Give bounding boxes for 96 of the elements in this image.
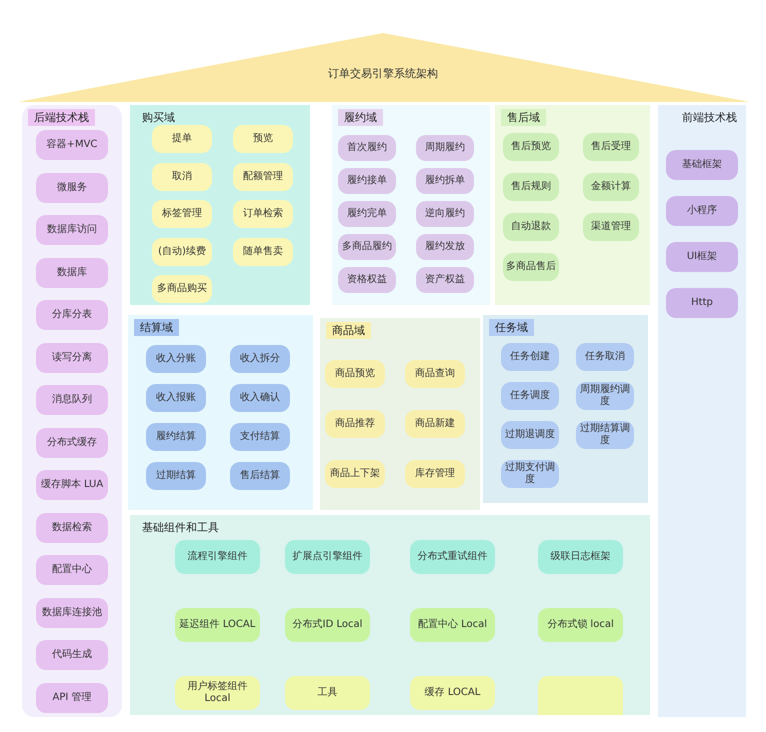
module-box: 订单检索	[233, 200, 293, 228]
module-box: 数据库访问	[36, 215, 108, 245]
module-box: 提单	[152, 125, 212, 153]
panel-heading: 履约域	[338, 109, 383, 126]
module-box: 取消	[152, 162, 212, 190]
module-box: 过期结算调度	[576, 421, 634, 449]
module-box: 读写分离	[36, 342, 108, 372]
module-box: (自动)续费	[152, 238, 212, 266]
diagram-title: 订单交易引擎系统架构	[327, 66, 439, 81]
domain-panel	[483, 315, 648, 503]
module-box: 收入报账	[146, 384, 206, 412]
module-box: 配置中心 Local	[410, 608, 495, 642]
module-box: 微服务	[36, 172, 108, 202]
module-box: 用户标签组件Local	[175, 676, 260, 710]
module-box: 商品上下架	[325, 460, 385, 488]
module-box: 周期履约	[416, 135, 474, 161]
module-box: 分布式缓存	[36, 428, 108, 458]
module-box: 多商品售后	[503, 253, 559, 281]
module-box: 工具	[285, 676, 370, 710]
empty-box	[538, 676, 623, 715]
module-box: 周期履约调度	[576, 382, 634, 410]
module-box: 预览	[233, 125, 293, 153]
domain-panel	[130, 515, 650, 715]
module-box: 收入分账	[146, 345, 206, 373]
module-box: 数据检索	[36, 512, 108, 542]
module-box: 扩展点引擎组件	[285, 540, 370, 574]
module-box: 多商品履约	[338, 234, 396, 260]
panel-heading: 任务域	[489, 319, 534, 336]
panel-heading: 基础组件和工具	[141, 520, 220, 536]
module-box: 任务调度	[501, 382, 559, 410]
domain-panel	[658, 105, 746, 717]
module-box: 资产权益	[416, 267, 474, 293]
domain-panel	[22, 105, 122, 717]
module-box: 过期支付调度	[501, 460, 559, 488]
module-box: 分库分表	[36, 300, 108, 330]
module-box: 收入拆分	[230, 345, 290, 373]
module-box: 配置中心	[36, 555, 108, 585]
module-box: 履约接单	[338, 168, 396, 194]
module-box: 分布式ID Local	[285, 608, 370, 642]
module-box: 支付结算	[230, 423, 290, 451]
domain-panel	[332, 105, 490, 305]
module-box: 售后预览	[503, 133, 559, 161]
module-box: 分布式重试组件	[410, 540, 495, 574]
module-box: Http	[666, 288, 738, 318]
module-box: 商品新建	[405, 410, 465, 438]
module-box: 小程序	[666, 196, 738, 226]
module-box: 履约结算	[146, 423, 206, 451]
module-box: 随单售卖	[233, 238, 293, 266]
module-box: 售后结算	[230, 462, 290, 490]
module-box: 履约完单	[338, 201, 396, 227]
module-box: 任务取消	[576, 343, 634, 371]
panel-heading: 商品域	[326, 322, 371, 339]
module-box: 渠道管理	[583, 213, 639, 241]
module-box: 履约发放	[416, 234, 474, 260]
module-box: 过期退调度	[501, 421, 559, 449]
module-box: 数据库连接池	[36, 598, 108, 628]
domain-panel	[128, 315, 313, 510]
module-box: 资格权益	[338, 267, 396, 293]
panel-heading: 结算域	[134, 319, 179, 336]
panel-heading: 后端技术栈	[28, 109, 95, 126]
module-box: 多商品购买	[152, 275, 212, 303]
panel-heading: 购买域	[141, 110, 176, 126]
module-box: 标签管理	[152, 200, 212, 228]
module-box: 缓存 LOCAL	[410, 676, 495, 710]
panel-heading: 前端技术栈	[681, 110, 738, 126]
module-box: 库存管理	[405, 460, 465, 488]
module-box: 过期结算	[146, 462, 206, 490]
module-box: 级联日志框架	[538, 540, 623, 574]
module-box: 基础框架	[666, 150, 738, 180]
module-box: 自动退款	[503, 213, 559, 241]
module-box: 收入确认	[230, 384, 290, 412]
module-box: 缓存脚本 LUA	[36, 470, 108, 500]
domain-panel	[495, 105, 650, 305]
module-box: 金额计算	[583, 173, 639, 201]
module-box: 商品预览	[325, 360, 385, 388]
module-box: 商品查询	[405, 360, 465, 388]
module-box: 任务创建	[501, 343, 559, 371]
module-box: 履约拆单	[416, 168, 474, 194]
module-box: UI框架	[666, 242, 738, 272]
panel-heading: 售后域	[501, 109, 546, 126]
module-box: 代码生成	[36, 640, 108, 670]
domain-panel	[320, 318, 480, 510]
module-box: 流程引擎组件	[175, 540, 260, 574]
module-box: API 管理	[36, 682, 108, 712]
domain-panel	[130, 105, 310, 305]
module-box: 容器+MVC	[36, 130, 108, 160]
module-box: 消息队列	[36, 385, 108, 415]
module-box: 逆向履约	[416, 201, 474, 227]
module-box: 商品推荐	[325, 410, 385, 438]
module-box: 配额管理	[233, 162, 293, 190]
module-box: 延迟组件 LOCAL	[175, 608, 260, 642]
module-box: 首次履约	[338, 135, 396, 161]
module-box: 分布式锁 local	[538, 608, 623, 642]
module-box: 售后规则	[503, 173, 559, 201]
module-box: 售后受理	[583, 133, 639, 161]
module-box: 数据库	[36, 258, 108, 288]
